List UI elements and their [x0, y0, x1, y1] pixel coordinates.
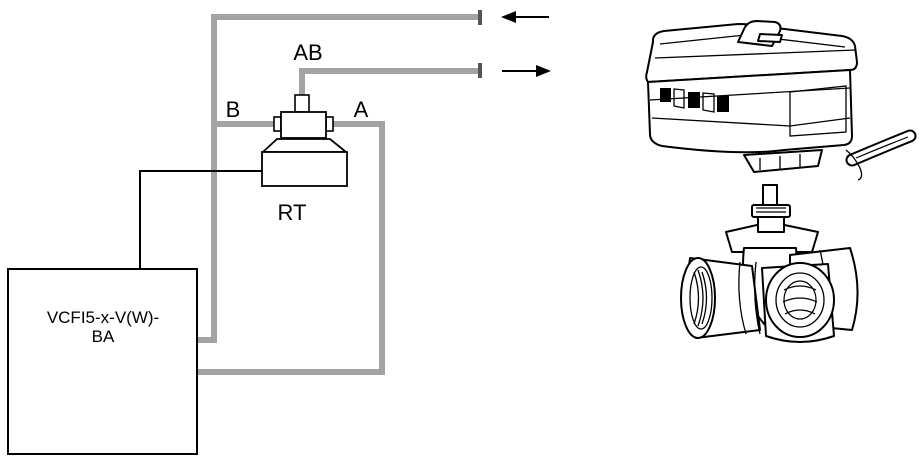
controller-unit: [7, 268, 198, 455]
pipe-b-return: [197, 14, 480, 343]
piping: [197, 10, 482, 375]
label-a: A: [354, 97, 369, 122]
pipe-end-cap-bottom: [478, 63, 482, 78]
valve-illustration: [680, 184, 859, 343]
arrow-right-icon: [502, 65, 551, 77]
valve-schematic: [273, 94, 334, 139]
pipe-end-cap-top: [478, 10, 482, 25]
arrow-left-icon: [501, 11, 549, 23]
pipe-a-loop: [197, 121, 385, 375]
control-wire: [139, 170, 262, 269]
label-b: B: [226, 97, 241, 122]
label-rt: RT: [278, 200, 307, 225]
actuator-rt: [260, 138, 349, 187]
unit-label-line1: VCFI5-x-V(W)-: [47, 308, 159, 327]
unit-label-line2: BA: [92, 327, 115, 346]
label-ab: AB: [293, 40, 322, 65]
actuator-illustration: [645, 20, 917, 181]
pipe-ab-supply: [299, 68, 480, 98]
